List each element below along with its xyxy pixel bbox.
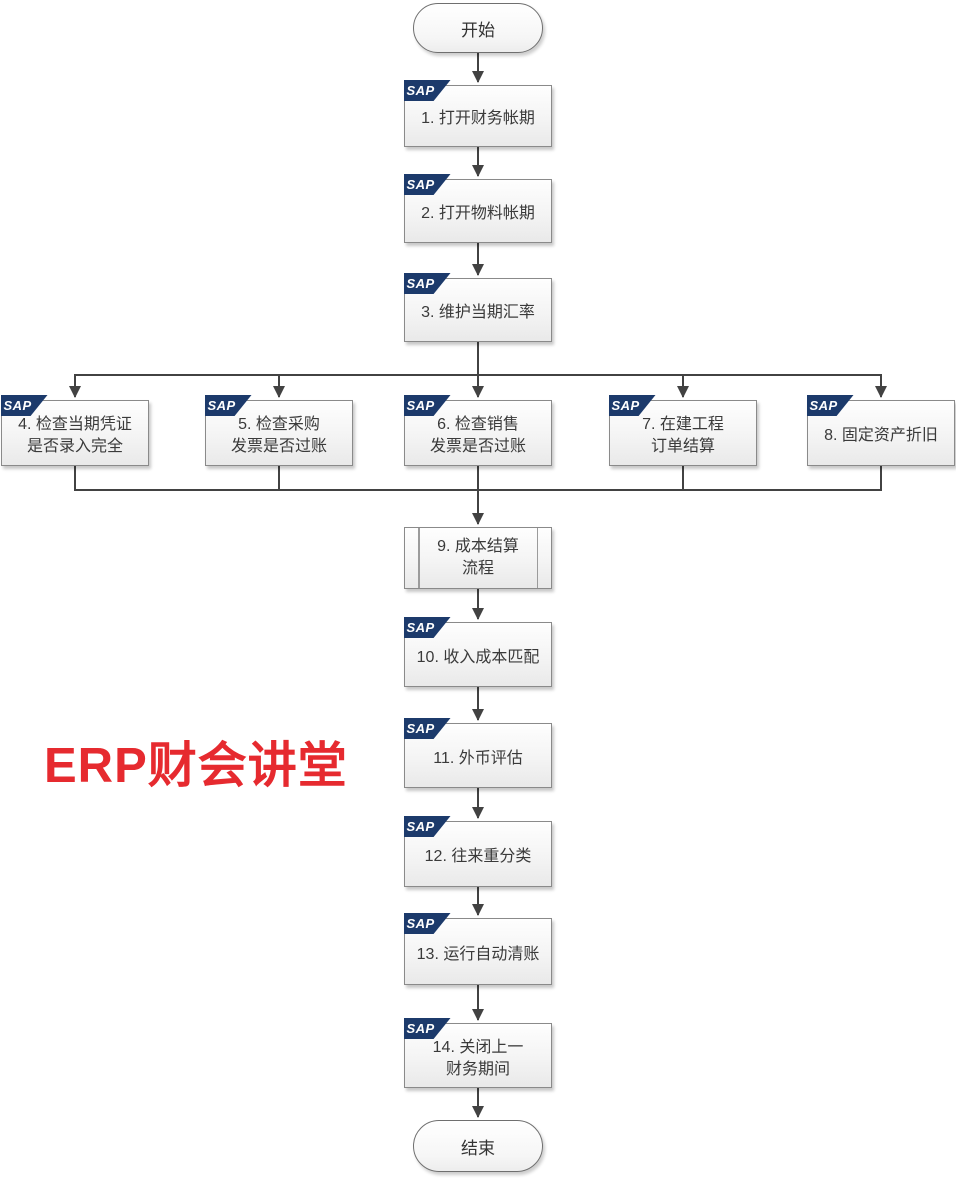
flow-step-4: SAP 4. 检查当期凭证 是否录入完全 [0, 395, 149, 466]
sap-logo-icon: SAP [403, 913, 451, 934]
flow-step-label: 2. 打开物料帐期 [421, 205, 535, 223]
brand-watermark: ERP财会讲堂 [44, 739, 348, 793]
flow-step-label: 4. 检查当期凭证 是否录入完全 [18, 416, 132, 455]
end-terminal: 结束 [413, 1120, 543, 1172]
start-terminal-label: 开始 [461, 20, 495, 40]
connector-group [69, 53, 887, 1118]
flow-step-6: SAP 6. 检查销售 发票是否过账 [403, 395, 552, 466]
sap-logo-icon: SAP [403, 80, 451, 101]
flow-step-8: SAP 8. 固定资产折旧 [806, 395, 955, 466]
flow-step-label: 12. 往来重分类 [424, 848, 532, 866]
sap-logo-icon: SAP [403, 174, 451, 195]
sap-logo-icon: SAP [403, 718, 451, 739]
flow-step-label: 10. 收入成本匹配 [416, 648, 540, 666]
end-terminal-label: 结束 [461, 1138, 495, 1158]
flow-step-11: SAP 11. 外币评估 [403, 718, 552, 788]
flow-step-2: SAP 2. 打开物料帐期 [403, 174, 552, 243]
flow-step-10: SAP 10. 收入成本匹配 [403, 617, 552, 687]
flow-step-1: SAP 1. 打开财务帐期 [403, 80, 552, 147]
flow-step-label: 1. 打开财务帐期 [421, 110, 535, 128]
flow-step-5: SAP 5. 检查采购 发票是否过账 [204, 395, 353, 466]
flow-step-label: 8. 固定资产折旧 [824, 427, 938, 445]
sap-logo-icon: SAP [403, 816, 451, 837]
flow-step-3: SAP 3. 维护当期汇率 [403, 273, 552, 342]
flow-step-7: SAP 7. 在建工程 订单结算 [608, 395, 757, 466]
flow-step-label: 7. 在建工程 订单结算 [642, 416, 724, 455]
flow-step-9-subprocess: 9. 成本结算 流程 [404, 527, 552, 589]
sap-logo-icon: SAP [403, 617, 451, 638]
flow-step-12: SAP 12. 往来重分类 [403, 816, 552, 887]
flow-step-label: 3. 维护当期汇率 [421, 304, 535, 322]
flow-step-label: 5. 检查采购 发票是否过账 [230, 416, 327, 455]
flow-step-label: 11. 外币评估 [433, 749, 523, 767]
flow-step-label: 13. 运行自动清账 [416, 945, 540, 963]
flow-step-label: 9. 成本结算 流程 [437, 538, 519, 577]
flow-step-14: SAP 14. 关闭上一 财务期间 [403, 1018, 552, 1088]
sap-logo-icon: SAP [806, 395, 854, 416]
flow-step-label: 14. 关闭上一 财务期间 [432, 1038, 524, 1078]
flow-step-label: 6. 检查销售 发票是否过账 [429, 416, 526, 455]
flow-step-13: SAP 13. 运行自动清账 [403, 913, 552, 985]
sap-logo-icon: SAP [403, 273, 451, 294]
start-terminal: 开始 [413, 3, 543, 53]
